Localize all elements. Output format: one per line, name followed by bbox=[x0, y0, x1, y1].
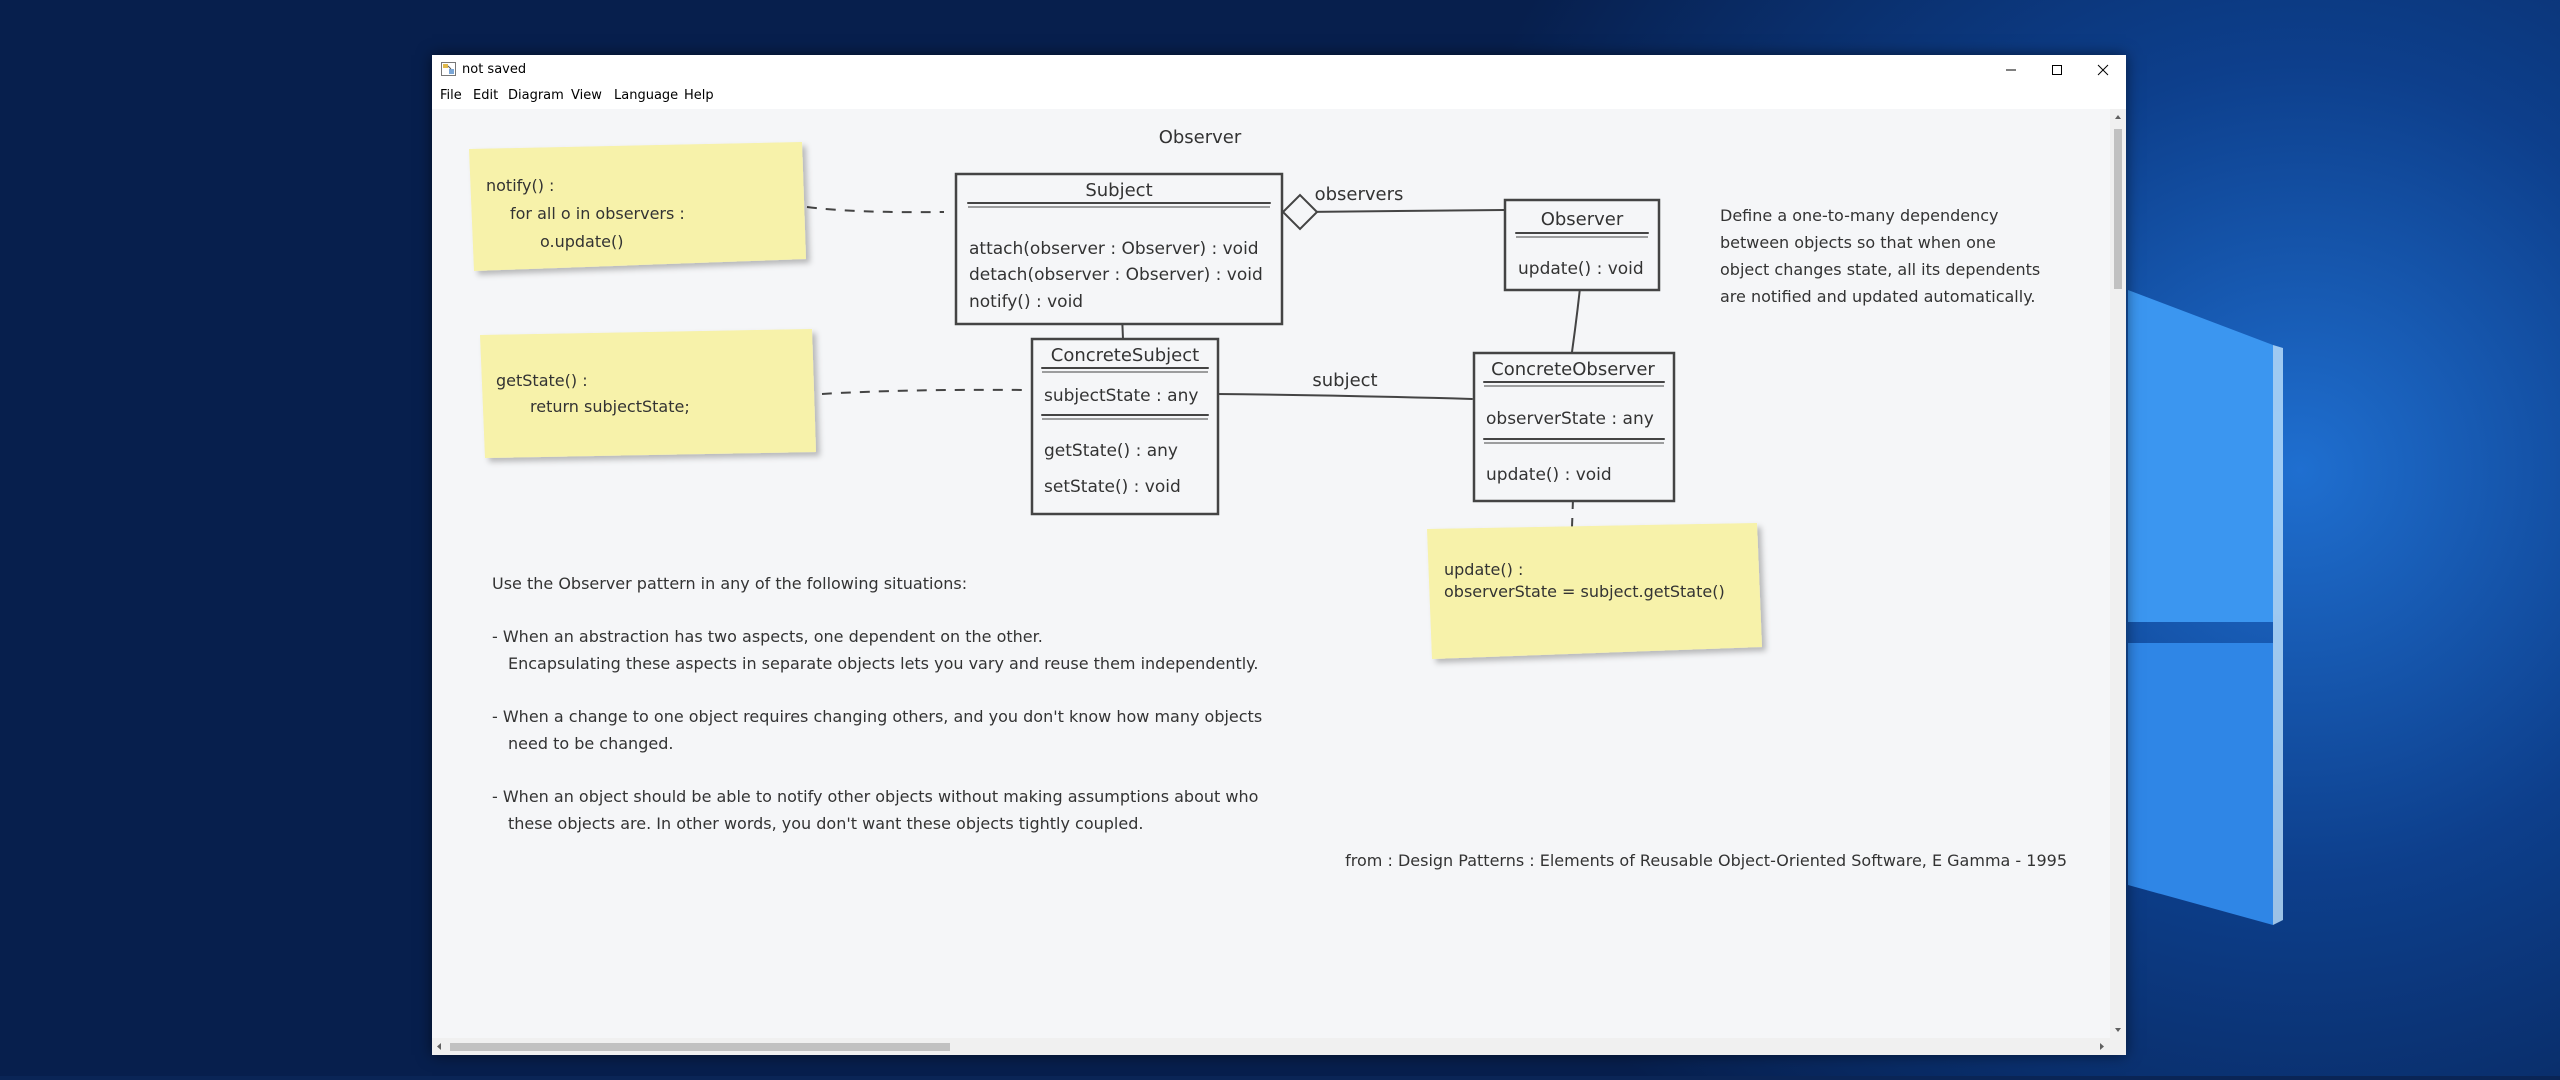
windows-logo-icon bbox=[2128, 290, 2283, 925]
horizontal-scroll-thumb[interactable] bbox=[450, 1043, 950, 1051]
vertical-scroll-thumb[interactable] bbox=[2114, 129, 2122, 289]
association-label-observers: observers bbox=[1315, 184, 1404, 205]
description-line: are notified and updated automatically. bbox=[1720, 287, 2035, 306]
minimize-button[interactable] bbox=[1988, 55, 2034, 85]
scroll-up-icon[interactable] bbox=[2115, 115, 2121, 119]
app-icon bbox=[441, 62, 456, 76]
diagram-canvas[interactable]: Observer observers subject notify() : fo… bbox=[432, 109, 2110, 1038]
usage-line: Use the Observer pattern in any of the f… bbox=[492, 574, 967, 593]
window-title: not saved bbox=[462, 62, 527, 77]
scroll-right-icon[interactable] bbox=[2100, 1043, 2104, 1050]
aggregation-diamond-icon bbox=[1281, 193, 1319, 231]
class-method: setState() : void bbox=[1044, 477, 1181, 497]
note-text: getState() : bbox=[496, 371, 588, 390]
minimize-icon bbox=[2006, 69, 2016, 71]
note-text: for all o in observers : bbox=[510, 204, 685, 223]
scroll-down-icon[interactable] bbox=[2115, 1028, 2121, 1032]
scrollbar-corner bbox=[2110, 1038, 2126, 1055]
note-text: observerState = subject.getState() bbox=[1444, 582, 1725, 601]
note-link-update bbox=[1571, 498, 1574, 528]
note-link-getstate bbox=[821, 388, 1030, 395]
class-method: update() : void bbox=[1486, 465, 1612, 485]
class-method: update() : void bbox=[1518, 259, 1644, 279]
menu-language[interactable]: Language bbox=[614, 88, 679, 103]
note-text: notify() : bbox=[486, 176, 554, 195]
menu-bar: File Edit Diagram View Language Help bbox=[432, 85, 2126, 108]
diagram-title: Observer bbox=[1159, 127, 1242, 148]
usage-line: Encapsulating these aspects in separate … bbox=[508, 654, 1258, 673]
class-attribute: observerState : any bbox=[1486, 409, 1654, 429]
note-link-notify bbox=[806, 206, 945, 214]
usage-line: need to be changed. bbox=[508, 734, 673, 753]
note-get-state[interactable] bbox=[480, 329, 816, 458]
scroll-left-icon[interactable] bbox=[437, 1043, 441, 1050]
menu-edit[interactable]: Edit bbox=[473, 88, 499, 103]
maximize-icon bbox=[2052, 65, 2062, 75]
maximize-button[interactable] bbox=[2034, 55, 2080, 85]
class-name: Subject bbox=[1085, 180, 1152, 201]
subject-association-line bbox=[1215, 393, 1473, 400]
association-label-subject: subject bbox=[1312, 370, 1377, 391]
note-update[interactable] bbox=[1427, 523, 1762, 659]
class-concrete-subject[interactable] bbox=[1030, 337, 1220, 516]
menu-view[interactable]: View bbox=[571, 88, 602, 103]
horizontal-scrollbar[interactable] bbox=[432, 1038, 2110, 1055]
menu-diagram[interactable]: Diagram bbox=[508, 88, 564, 103]
class-name: ConcreteObserver bbox=[1491, 359, 1655, 380]
close-icon bbox=[2097, 64, 2109, 76]
description-line: object changes state, all its dependents bbox=[1720, 260, 2040, 279]
menu-help[interactable]: Help bbox=[684, 88, 714, 103]
usage-line: - When a change to one object requires c… bbox=[492, 707, 1262, 726]
menu-file[interactable]: File bbox=[440, 88, 462, 103]
description-line: Define a one-to-many dependency bbox=[1720, 206, 1999, 225]
note-text: update() : bbox=[1444, 560, 1523, 579]
class-subject[interactable] bbox=[954, 172, 1284, 326]
vertical-scrollbar-track bbox=[2114, 115, 2122, 1032]
class-attribute: subjectState : any bbox=[1044, 386, 1198, 406]
usage-line: - When an abstraction has two aspects, o… bbox=[492, 627, 1043, 646]
uml-diagram: Observer observers subject notify() : fo… bbox=[469, 127, 2067, 870]
vertical-scrollbar[interactable] bbox=[2110, 109, 2126, 1038]
class-name: Observer bbox=[1541, 209, 1624, 230]
note-notify[interactable] bbox=[469, 142, 806, 271]
class-method: getState() : any bbox=[1044, 441, 1178, 461]
class-name: ConcreteSubject bbox=[1051, 345, 1199, 366]
usage-line: - When an object should be able to notif… bbox=[492, 787, 1258, 806]
description-line: between objects so that when one bbox=[1720, 233, 1996, 252]
class-concrete-observer[interactable] bbox=[1472, 351, 1676, 503]
note-text: return subjectState; bbox=[530, 397, 690, 416]
app-window: not saved File Edit Diagram View Languag… bbox=[432, 55, 2126, 1055]
class-observer[interactable] bbox=[1503, 198, 1661, 292]
close-button[interactable] bbox=[2080, 55, 2126, 85]
horizontal-scrollbar-track bbox=[437, 1043, 2104, 1051]
title-bar[interactable]: not saved bbox=[432, 55, 2126, 85]
source-citation: from : Design Patterns : Elements of Reu… bbox=[1345, 851, 2067, 870]
note-text: o.update() bbox=[540, 232, 623, 251]
class-method: notify() : void bbox=[969, 292, 1083, 312]
usage-line: these objects are. In other words, you d… bbox=[508, 814, 1143, 833]
class-method: attach(observer : Observer) : void bbox=[969, 239, 1259, 259]
observers-association-line bbox=[1301, 209, 1505, 213]
class-method: detach(observer : Observer) : void bbox=[969, 265, 1263, 285]
